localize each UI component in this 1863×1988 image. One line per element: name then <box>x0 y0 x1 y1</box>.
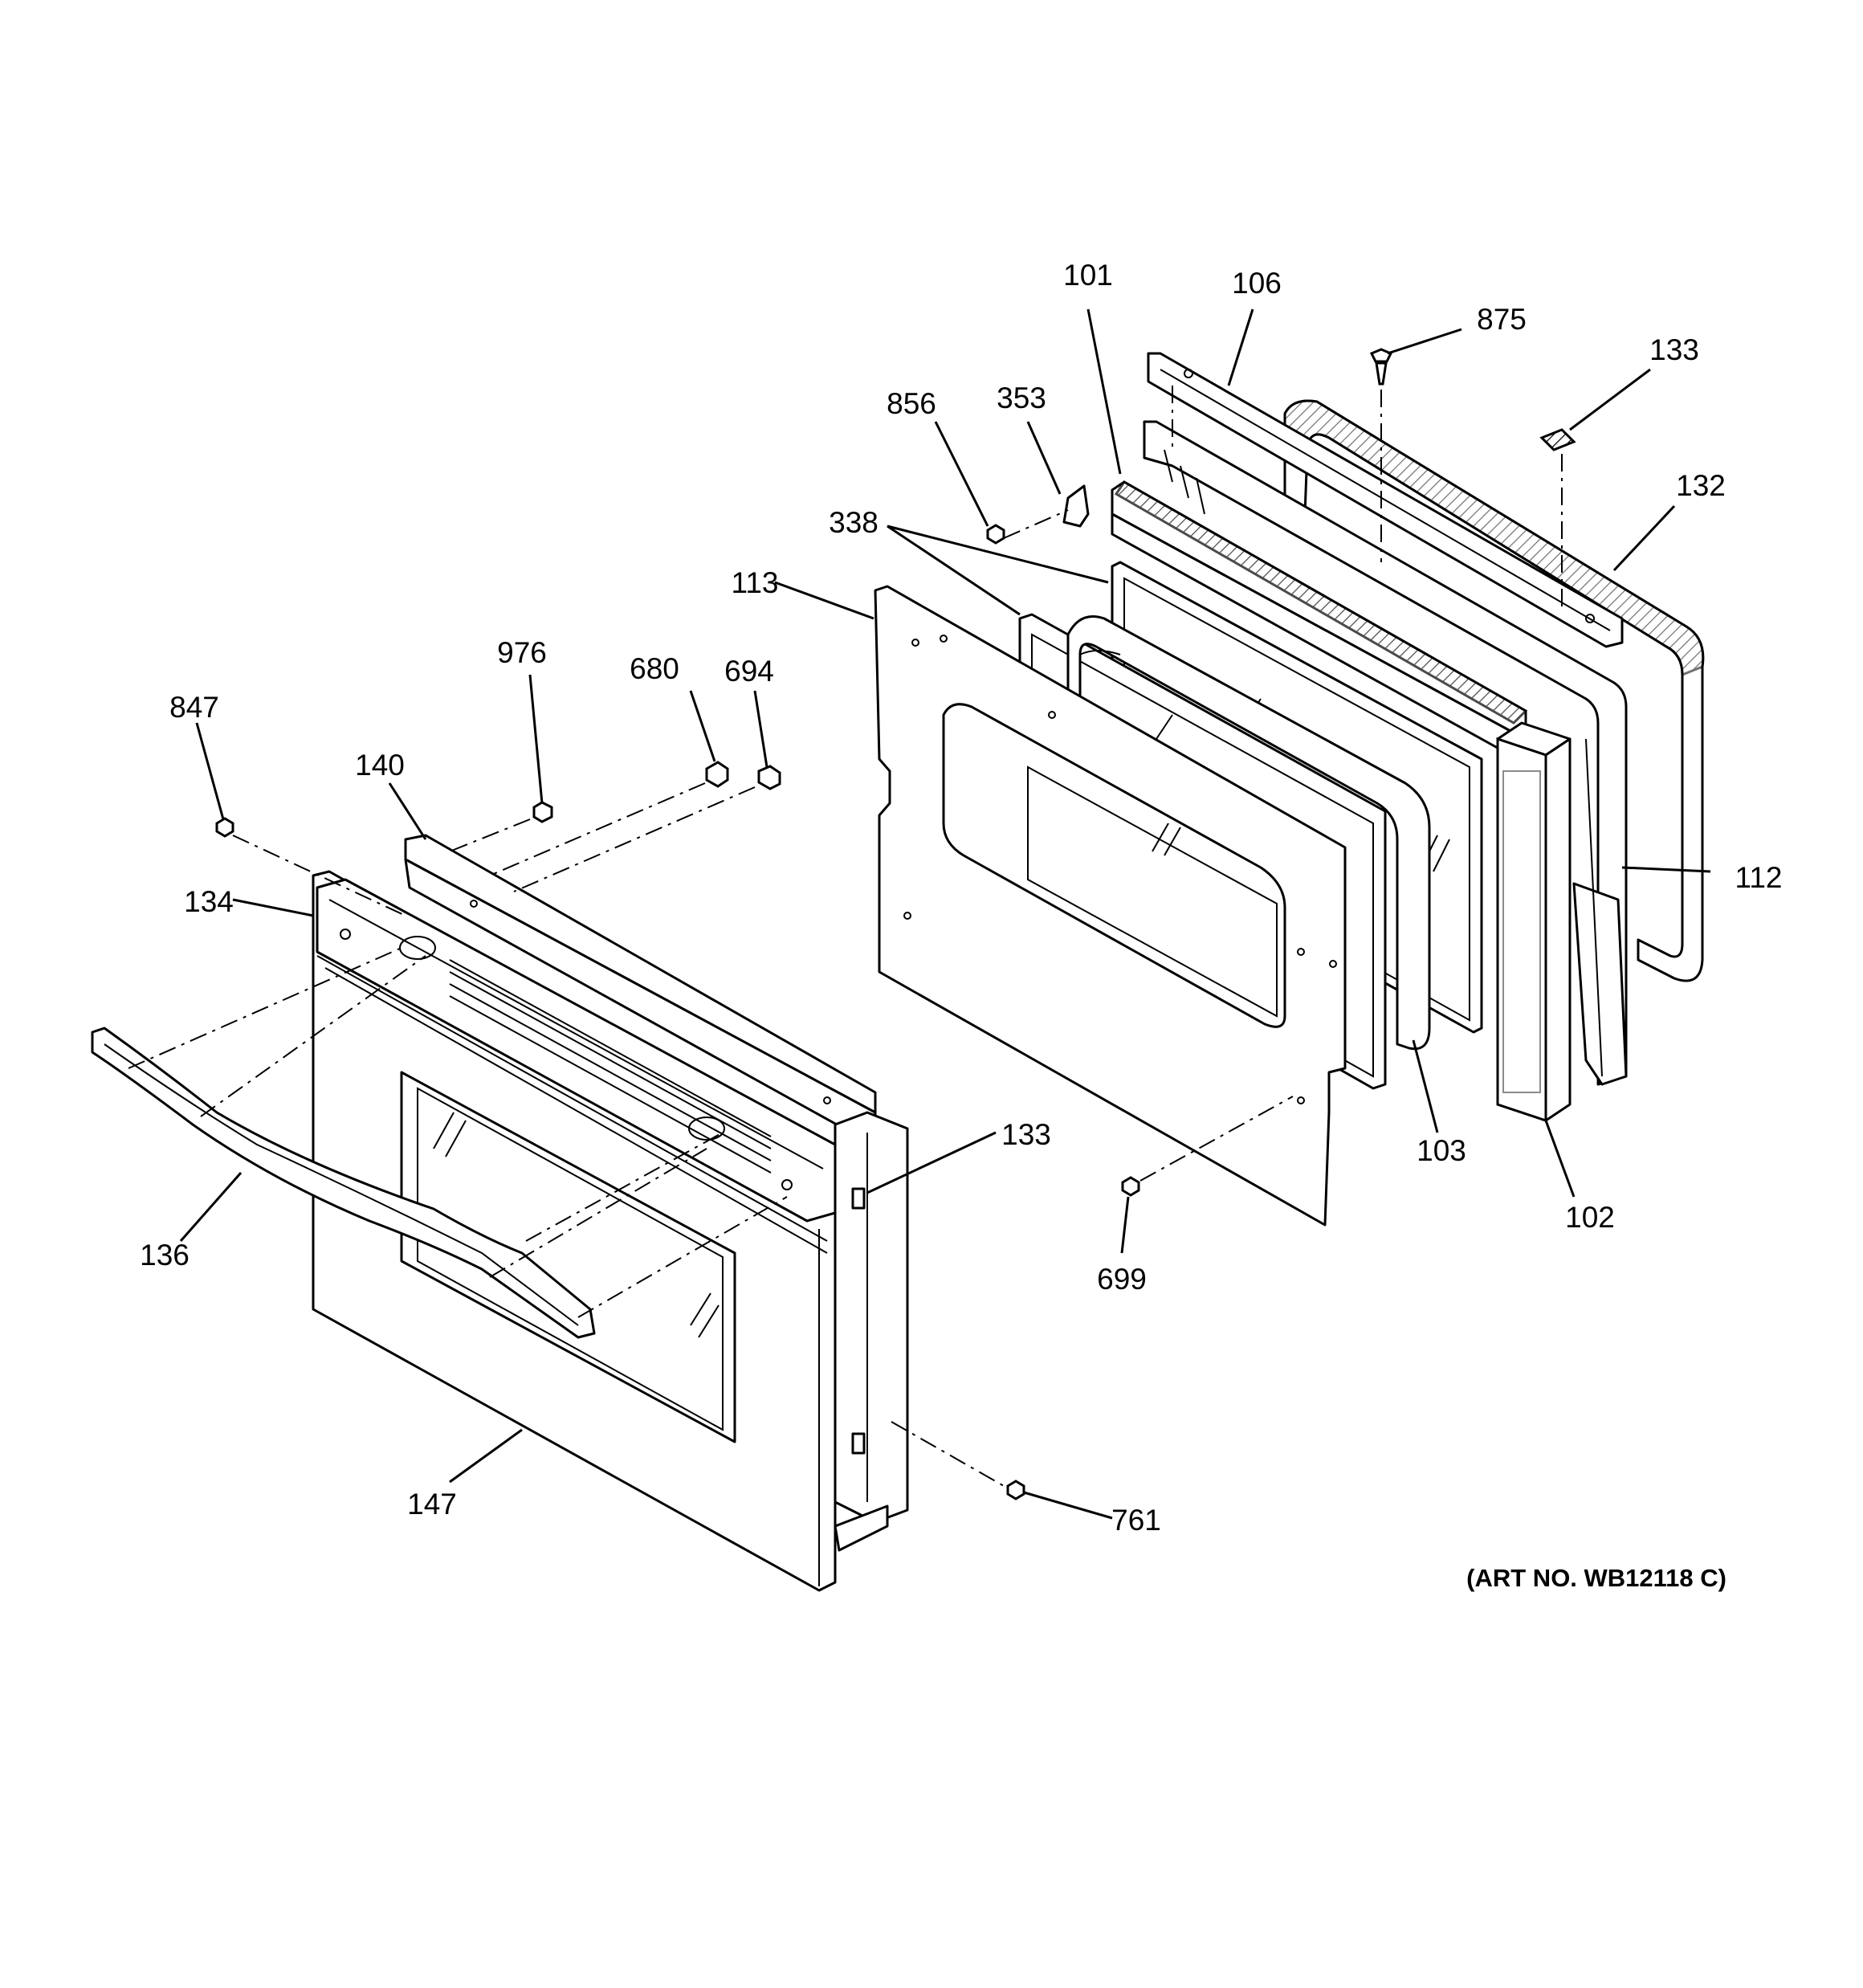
rear-frame-112 <box>1143 420 1628 1086</box>
side-channel-102 <box>1496 721 1572 1123</box>
clip-133-top <box>1539 428 1576 451</box>
screw-856 <box>986 524 1005 545</box>
callout-136: 136 <box>140 1239 190 1272</box>
callout-338: 338 <box>829 506 879 539</box>
callout-699: 699 <box>1097 1263 1147 1296</box>
callout-113: 113 <box>732 566 779 599</box>
callout-112: 112 <box>1735 861 1783 894</box>
callout-761: 761 <box>1111 1504 1161 1537</box>
nut-976 <box>532 801 553 823</box>
callout-133-side: 133 <box>1001 1118 1051 1151</box>
callout-132: 132 <box>1676 469 1726 502</box>
callout-133-top: 133 <box>1649 333 1699 366</box>
callout-680: 680 <box>630 652 679 685</box>
door-liner-113 <box>874 585 1347 1227</box>
callout-140: 140 <box>355 749 405 782</box>
screw-847 <box>215 817 234 838</box>
screw-761 <box>1006 1480 1025 1500</box>
callout-694: 694 <box>724 655 774 688</box>
callout-134: 134 <box>184 885 234 918</box>
callout-102: 102 <box>1565 1201 1615 1234</box>
callout-875: 875 <box>1477 303 1527 336</box>
insulation-103 <box>1066 615 1431 1051</box>
side-panel <box>834 1111 909 1524</box>
gasket-132 <box>1283 399 1705 982</box>
screw-699 <box>1121 1176 1140 1197</box>
callout-106: 106 <box>1232 267 1282 300</box>
outer-door-147 <box>312 870 889 1592</box>
leader-lines <box>179 308 1711 1520</box>
art-number: (ART NO. WB12118 C) <box>1466 1564 1726 1592</box>
callout-976: 976 <box>497 636 547 669</box>
screw-694 <box>757 765 781 790</box>
handle-136 <box>91 1027 596 1339</box>
inner-door-frame-101 <box>1111 480 1528 761</box>
bracket-353 <box>1062 484 1090 528</box>
screw-680 <box>705 761 729 788</box>
callout-856: 856 <box>887 387 936 420</box>
callout-353: 353 <box>997 382 1046 414</box>
callout-103: 103 <box>1417 1134 1466 1167</box>
bezel-strip-134 <box>316 878 837 1223</box>
callout-147: 147 <box>407 1488 457 1521</box>
callout-101: 101 <box>1063 259 1113 292</box>
callout-847: 847 <box>169 691 219 724</box>
screw-875 <box>1369 348 1393 386</box>
channel-106 <box>1147 352 1624 648</box>
